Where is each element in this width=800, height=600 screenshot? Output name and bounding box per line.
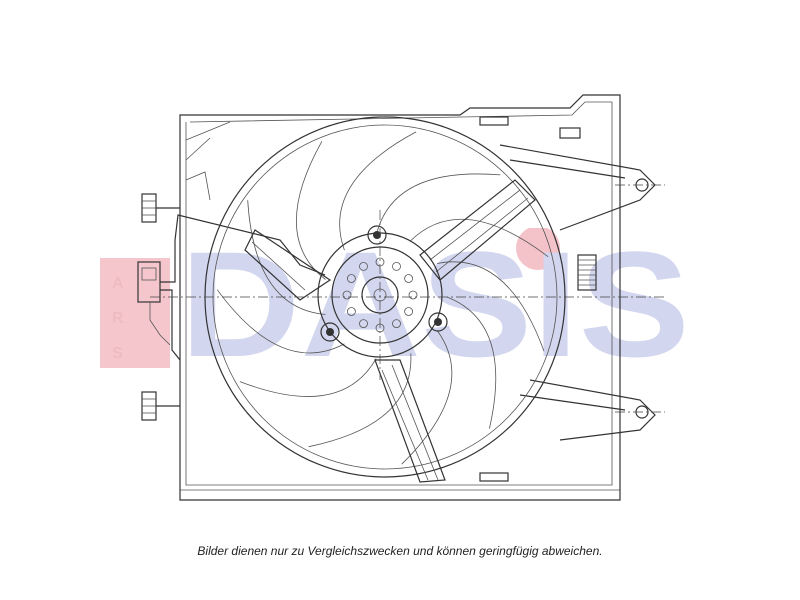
hub-hole (342, 290, 352, 300)
hub-hole (359, 319, 368, 329)
hub-hole (392, 261, 401, 271)
fan-blade (216, 289, 345, 354)
hub-hole (408, 290, 418, 300)
support-strut-top-right (419, 179, 536, 281)
fan-blade (446, 296, 497, 429)
mount-arm-bottom-right (519, 379, 656, 441)
hub-hole (359, 261, 368, 271)
fan-blade (437, 261, 545, 352)
mount-boss-top-inner (373, 231, 381, 239)
bushing-bottom-left (141, 391, 180, 421)
fan-blade (247, 200, 326, 315)
hub-hole (346, 274, 356, 283)
mount-boss-top (367, 225, 387, 245)
mount-boss-left (320, 322, 340, 342)
watermark-logo: A R S DASIS (100, 228, 690, 368)
watermark-logo-text: DASIS (180, 228, 690, 368)
clip-bottom (479, 472, 509, 482)
fan-blade (339, 131, 417, 251)
mount-boss-left-inner (326, 328, 334, 336)
disclaimer-caption: Bilder dienen nur zu Vergleichszwecken u… (197, 544, 603, 558)
fan-blade (296, 141, 326, 280)
fan-assembly-drawing (137, 94, 665, 501)
mount-boss-right-inner (434, 318, 442, 326)
shroud-inner-outline (185, 101, 613, 486)
watermark-side-letter-r: R (112, 310, 124, 327)
fan-blade (239, 358, 377, 397)
shroud-outline (179, 94, 621, 501)
support-strut-bottom (374, 359, 446, 483)
vent-grille-right (577, 254, 597, 291)
bushing-top-left (141, 193, 180, 223)
mount-boss-right (428, 312, 448, 332)
label-plate-top-right (559, 127, 581, 139)
fan-blade (410, 218, 549, 258)
fan-blade (375, 173, 501, 236)
clip-top (479, 116, 509, 126)
watermark-side-letter-a: A (112, 275, 124, 292)
hub-hole (404, 274, 414, 283)
fan-blade (401, 330, 453, 465)
bracket-top-left (185, 121, 231, 201)
fan-blades (216, 131, 549, 465)
watermark-side-letter-s: S (112, 345, 123, 362)
hub-hole (404, 307, 414, 316)
watermark-red-block (100, 258, 170, 368)
hub-hole (346, 307, 356, 316)
hub-hole (392, 319, 401, 329)
fan-blade (308, 353, 412, 448)
support-strut-left (244, 229, 332, 301)
electrical-connector (137, 214, 326, 361)
